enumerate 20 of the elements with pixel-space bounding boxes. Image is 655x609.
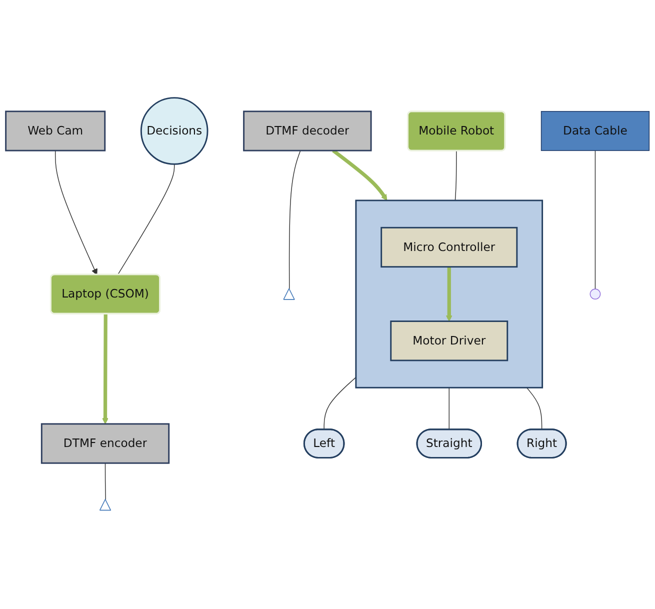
connector — [324, 377, 356, 430]
connector — [117, 164, 175, 276]
node-box: Motor Driver — [390, 320, 508, 362]
arrow — [102, 314, 108, 425]
connector — [454, 150, 457, 202]
node-box: DTMF decoder — [243, 111, 372, 152]
connector — [526, 388, 542, 430]
connector — [594, 150, 596, 290]
node-box: Web Cam — [5, 111, 106, 152]
connector — [448, 388, 450, 430]
cluster — [355, 200, 544, 389]
connector — [104, 463, 106, 501]
arrow — [332, 150, 388, 202]
node-circle: Decisions — [140, 98, 208, 166]
node-box: Micro Controller — [380, 227, 518, 268]
connector — [288, 150, 301, 290]
node-box: Data Cable — [540, 111, 650, 152]
node-box: DTMF encoder — [40, 424, 170, 464]
arrow — [54, 150, 98, 276]
arrow — [446, 267, 452, 322]
